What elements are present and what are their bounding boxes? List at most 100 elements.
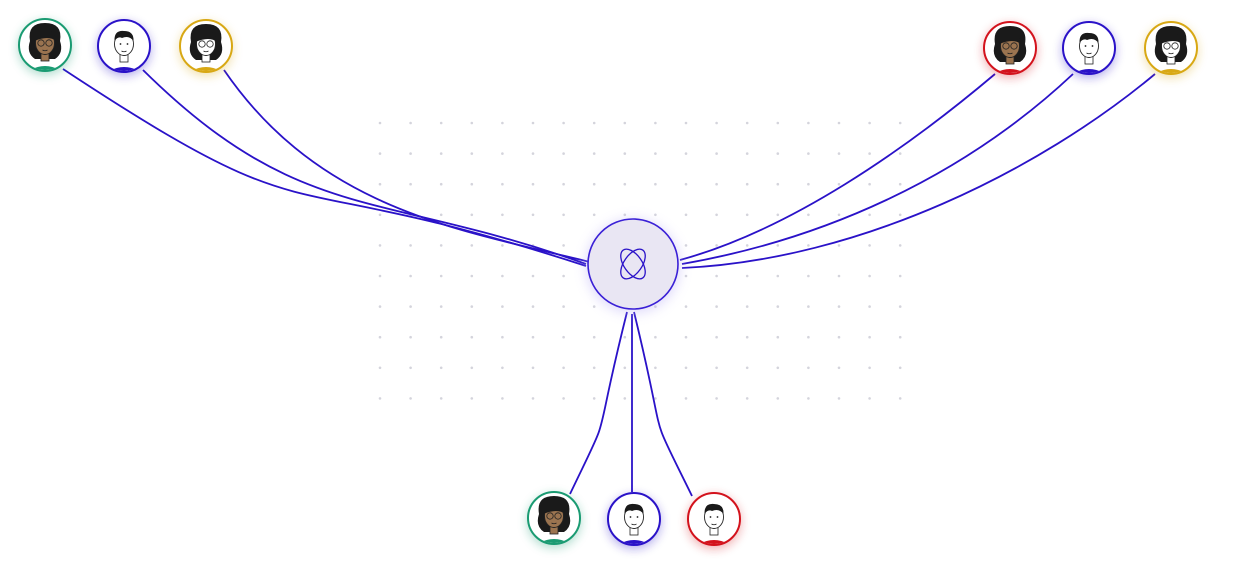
man-short-hair-avatar-icon[interactable] bbox=[1062, 21, 1116, 78]
grid-dot bbox=[776, 244, 780, 247]
woman-glasses-avatar-icon[interactable] bbox=[179, 19, 233, 76]
orbit-logo-icon bbox=[620, 248, 646, 280]
grid-dot bbox=[501, 366, 504, 370]
central-hub[interactable] bbox=[586, 218, 680, 313]
hub-circle bbox=[587, 218, 679, 310]
connector-line bbox=[223, 69, 591, 263]
grid-dot bbox=[807, 182, 810, 186]
grid-dot bbox=[898, 121, 902, 125]
grid-dot bbox=[807, 397, 810, 400]
grid-dot bbox=[868, 305, 871, 308]
grid-dot bbox=[654, 182, 657, 186]
grid-dot bbox=[378, 182, 382, 186]
woman-glasses-curly-hair-avatar-icon[interactable] bbox=[18, 18, 72, 75]
man-avatar-icon[interactable] bbox=[687, 492, 741, 549]
man-short-hair-avatar-icon[interactable] bbox=[97, 19, 151, 76]
grid-dot bbox=[898, 244, 902, 247]
grid-dot bbox=[715, 274, 718, 278]
grid-dot bbox=[868, 366, 871, 370]
grid-dot bbox=[592, 397, 596, 400]
grid-dot bbox=[898, 182, 902, 186]
avatar-ring bbox=[983, 21, 1037, 75]
grid-dot bbox=[868, 121, 871, 125]
grid-dot bbox=[409, 366, 412, 370]
grid-dot bbox=[745, 335, 749, 339]
grid-dot bbox=[715, 397, 718, 400]
grid-dot bbox=[898, 274, 902, 278]
grid-dot bbox=[470, 366, 474, 370]
connector-line bbox=[679, 73, 996, 261]
grid-dot bbox=[378, 213, 382, 217]
grid-dot bbox=[439, 121, 443, 125]
grid-dot bbox=[837, 397, 841, 400]
grid-dot bbox=[715, 244, 718, 247]
grid-dot bbox=[745, 121, 749, 125]
grid-dot bbox=[715, 121, 718, 125]
avatar-ring bbox=[179, 19, 233, 73]
grid-dot bbox=[531, 305, 535, 308]
grid-dot bbox=[531, 213, 535, 217]
connector-line bbox=[569, 311, 628, 495]
grid-dot bbox=[378, 305, 382, 308]
grid-dot bbox=[592, 305, 596, 308]
grid-dot bbox=[501, 397, 504, 400]
grid-dot bbox=[837, 305, 841, 308]
grid-dot bbox=[837, 244, 841, 247]
grid-dot bbox=[623, 182, 627, 186]
grid-dot bbox=[501, 152, 504, 155]
grid-dot bbox=[745, 152, 749, 155]
grid-dot bbox=[684, 397, 688, 400]
avatar-ring bbox=[1062, 21, 1116, 75]
grid-dot bbox=[745, 182, 749, 186]
man-short-hair-avatar-icon[interactable] bbox=[607, 492, 661, 549]
grid-dot bbox=[623, 121, 627, 125]
grid-dot bbox=[745, 213, 749, 217]
avatar-ring bbox=[687, 492, 741, 546]
grid-dot bbox=[501, 121, 504, 125]
grid-dot bbox=[501, 244, 504, 247]
grid-dot bbox=[654, 152, 657, 155]
grid-dot bbox=[715, 305, 718, 308]
grid-dot bbox=[776, 335, 780, 339]
grid-dot bbox=[837, 152, 841, 155]
woman-glasses-avatar-icon[interactable] bbox=[1144, 21, 1198, 78]
woman-glasses-curly-hair-avatar-icon[interactable] bbox=[527, 491, 581, 548]
grid-dot bbox=[684, 213, 688, 217]
woman-glasses-curly-hair-avatar-icon[interactable] bbox=[983, 21, 1037, 78]
grid-dot bbox=[776, 152, 780, 155]
grid-dot bbox=[531, 274, 535, 278]
grid-dot bbox=[807, 213, 810, 217]
grid-dot bbox=[378, 274, 382, 278]
grid-dot bbox=[776, 274, 780, 278]
grid-dot bbox=[409, 152, 412, 155]
grid-dot bbox=[501, 305, 504, 308]
connector-line bbox=[681, 73, 1074, 265]
connector-line bbox=[62, 68, 587, 267]
grid-dot bbox=[623, 213, 627, 217]
grid-dot bbox=[470, 152, 474, 155]
grid-dot bbox=[623, 397, 627, 400]
grid-dot bbox=[409, 335, 412, 339]
grid-dot bbox=[409, 244, 412, 247]
grid-dot bbox=[592, 213, 596, 217]
grid-dot bbox=[837, 182, 841, 186]
grid-dot bbox=[868, 335, 871, 339]
grid-dot bbox=[378, 244, 382, 247]
grid-dot bbox=[776, 121, 780, 125]
grid-dot bbox=[684, 274, 688, 278]
avatar-ring bbox=[1144, 21, 1198, 75]
grid-dot bbox=[531, 366, 535, 370]
avatar-ring bbox=[527, 491, 581, 545]
grid-dot bbox=[439, 182, 443, 186]
grid-dot bbox=[470, 121, 474, 125]
grid-dot bbox=[439, 366, 443, 370]
grid-dot bbox=[654, 213, 657, 217]
grid-dot bbox=[837, 274, 841, 278]
grid-dot bbox=[409, 182, 412, 186]
grid-dot bbox=[868, 213, 871, 217]
grid-dot bbox=[562, 244, 565, 247]
grid-dot bbox=[898, 305, 902, 308]
grid-dot bbox=[745, 397, 749, 400]
grid-dot bbox=[654, 335, 657, 339]
grid-dot bbox=[623, 335, 627, 339]
